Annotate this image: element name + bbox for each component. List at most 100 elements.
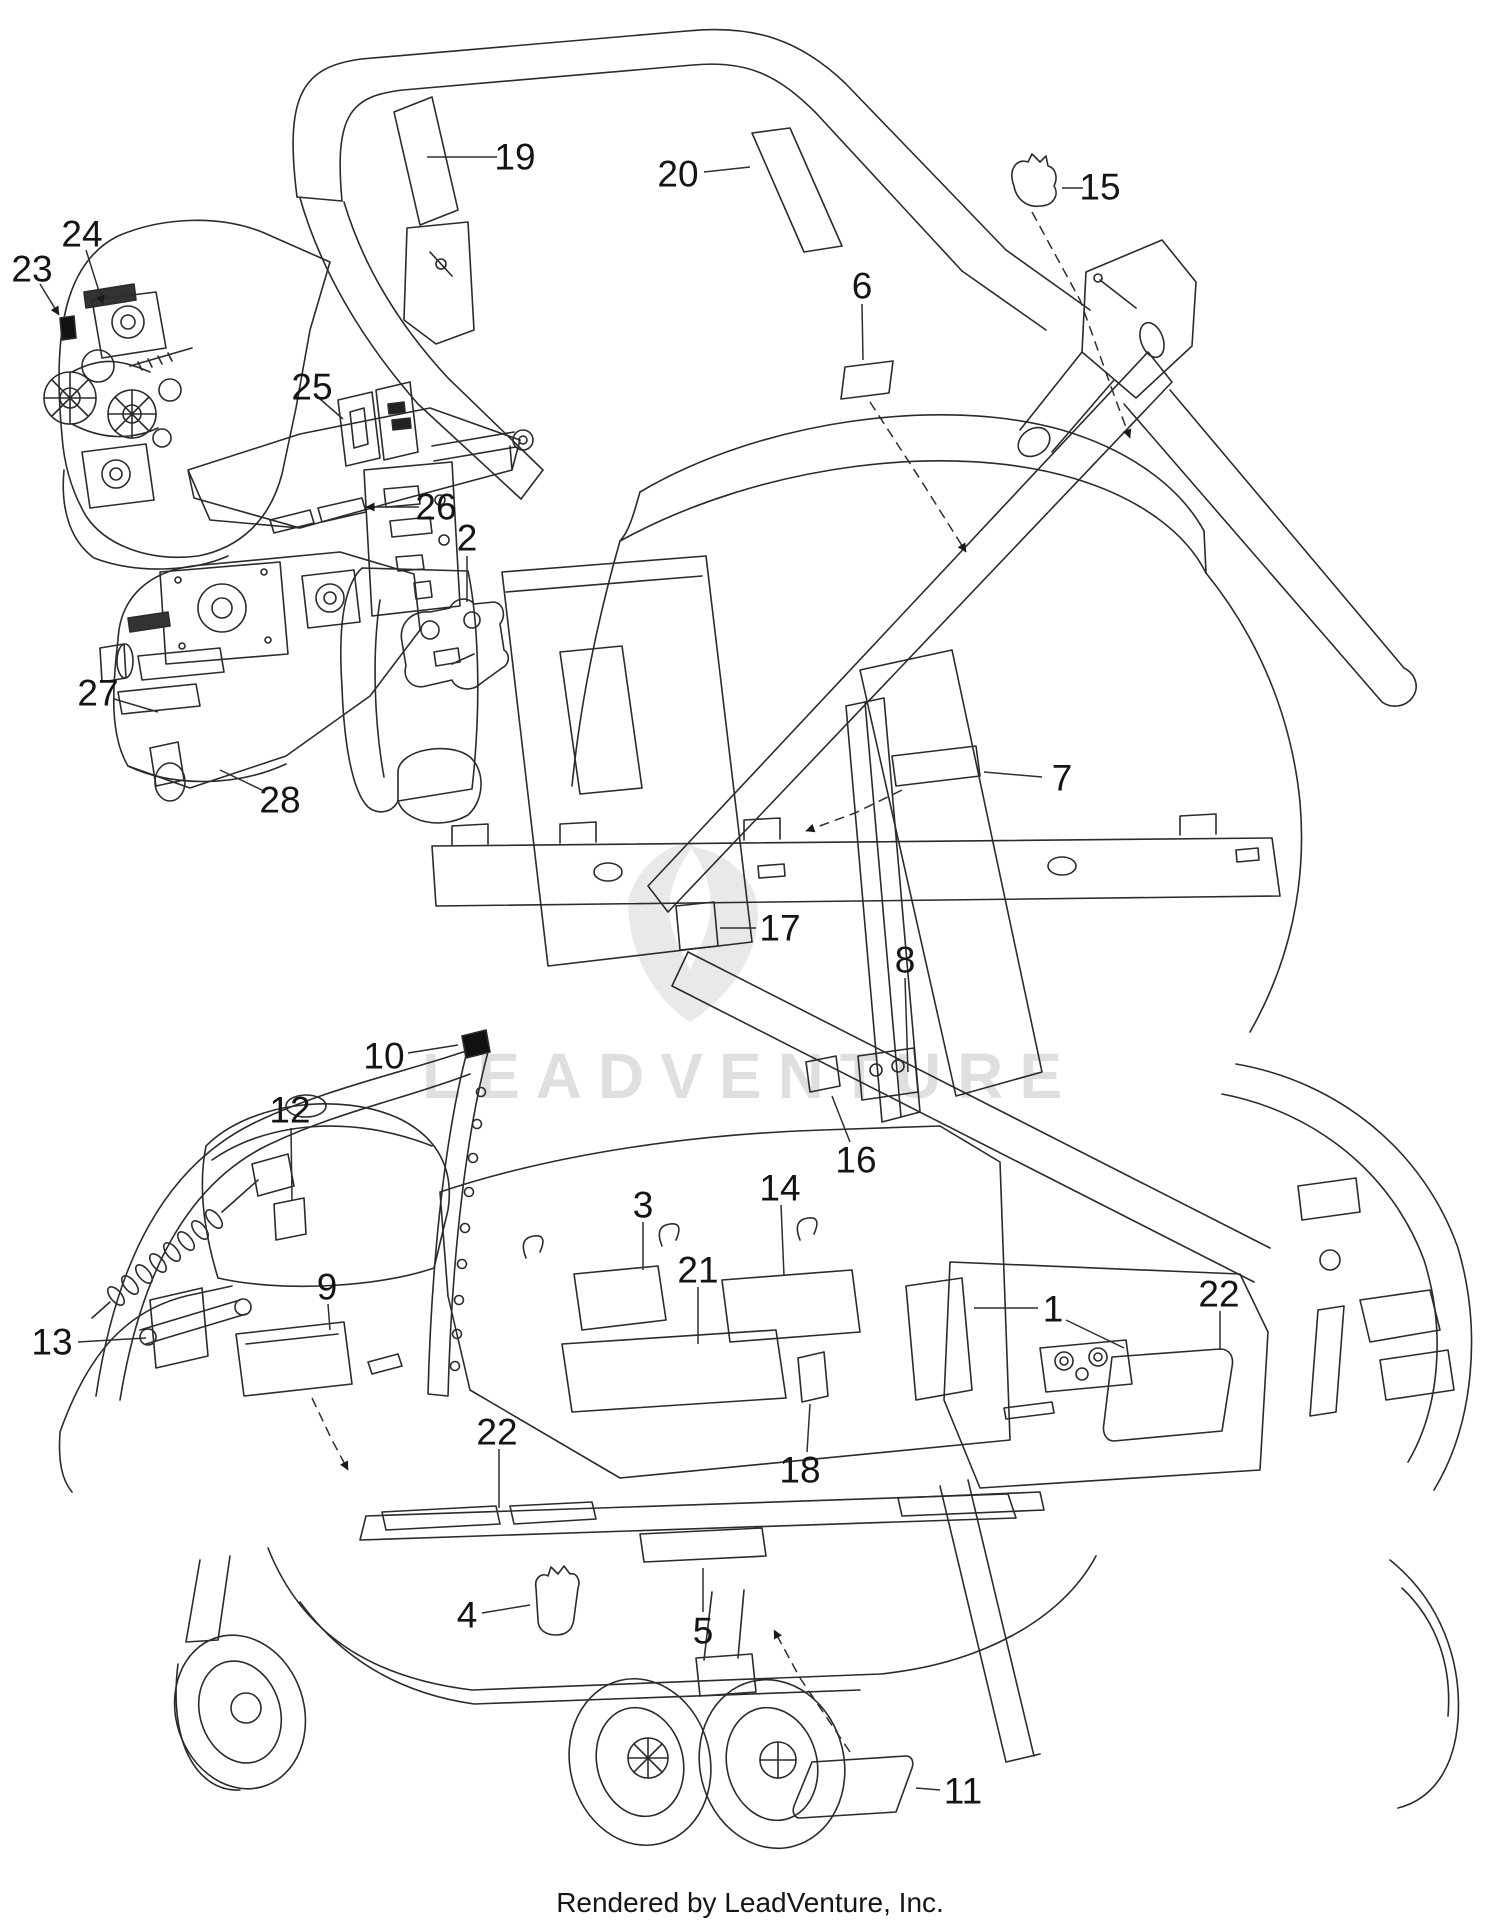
gasket-2-shape	[401, 599, 508, 689]
callout-20-label: 20	[657, 154, 698, 195]
callout-20: 20	[657, 154, 751, 195]
decal-3-shape	[574, 1266, 666, 1330]
callout-4-leader	[481, 1604, 531, 1614]
callout-18-label: 18	[779, 1450, 820, 1491]
callout-16: 16	[831, 1095, 877, 1181]
seat-plate-inset	[188, 382, 533, 533]
callout-27-label: 27	[77, 673, 118, 714]
callout-17-label: 17	[759, 908, 800, 949]
callout-6-leader	[861, 303, 864, 361]
cutout-4-shape	[536, 1566, 579, 1635]
callout-17: 17	[720, 908, 801, 949]
leadventure-flame-logo-icon	[628, 843, 758, 1022]
callout-1: 1	[974, 1289, 1125, 1349]
callout-24-leader	[85, 249, 105, 305]
callout-23-label: 23	[11, 249, 52, 290]
callout-22-right-label: 22	[1198, 1274, 1239, 1315]
callout-12-label: 12	[269, 1090, 310, 1131]
callout-11-leader	[773, 1629, 851, 1753]
callout-21: 21	[677, 1250, 719, 1344]
decal-23-shape	[60, 316, 76, 340]
callout-25: 25	[291, 367, 344, 420]
footer-text: Rendered by LeadVenture, Inc.	[556, 1887, 944, 1918]
decal-20-shape	[752, 128, 842, 252]
callout-22-right: 22	[1198, 1274, 1240, 1350]
callout-4-label: 4	[457, 1595, 478, 1636]
callout-5: 5	[693, 1568, 714, 1652]
callout-6: 6	[852, 266, 967, 553]
callout-4: 4	[457, 1595, 531, 1636]
callout-26-label: 26	[415, 487, 456, 528]
decal-21-shape	[562, 1330, 786, 1412]
decal-1-shape	[906, 1278, 972, 1400]
mower-deck-front	[155, 1480, 1096, 1864]
callout-11: 11	[773, 1629, 982, 1812]
watermark: LEADVENTURE	[422, 843, 1078, 1112]
callout-26: 26	[365, 487, 457, 528]
callout-6-label: 6	[852, 266, 873, 307]
callout-5-label: 5	[693, 1611, 714, 1652]
decal-6-shape	[841, 361, 893, 399]
callout-22-left-label: 22	[476, 1412, 517, 1453]
decal-5-shape	[640, 1528, 766, 1562]
callout-28-leader	[219, 769, 265, 792]
callout-1-leader	[1065, 1319, 1125, 1349]
decal-19-shape	[394, 97, 458, 225]
decal-13-shape	[150, 1288, 208, 1368]
callout-2-label: 2	[457, 518, 478, 559]
callout-28: 28	[219, 769, 301, 821]
rops-left-bracket	[404, 222, 474, 344]
callout-2: 2	[457, 518, 478, 602]
callout-27: 27	[77, 673, 159, 714]
callout-27-leader	[113, 698, 159, 713]
decal-18-shape	[798, 1352, 828, 1402]
callout-18-leader	[806, 1403, 811, 1453]
callout-8-leader	[904, 977, 909, 1073]
callout-19: 19	[427, 137, 536, 178]
callout-24: 24	[61, 214, 105, 305]
hairpin-clip-15-shape	[1012, 154, 1056, 206]
callout-20-leader	[703, 166, 751, 173]
callout-13: 13	[31, 1322, 147, 1363]
callout-18: 18	[779, 1403, 821, 1491]
callout-24-label: 24	[61, 214, 102, 255]
callout-11-label: 11	[944, 1771, 982, 1812]
right-fender-assembly	[1222, 1064, 1472, 1808]
decal-10-shape	[462, 1030, 490, 1058]
decal-7-shape	[892, 746, 980, 786]
callout-23: 23	[11, 249, 60, 316]
callout-22-left: 22	[476, 1412, 518, 1508]
brand-label-bar-2	[128, 612, 170, 632]
rear-frame-assembly	[572, 361, 1302, 1032]
callout-3: 3	[633, 1185, 654, 1270]
callout-15-leader	[1031, 211, 1132, 439]
callout-6-leader	[869, 401, 967, 553]
callout-21-label: 21	[677, 1250, 718, 1291]
latch-plate	[1040, 1340, 1132, 1392]
decal-28-shapes	[118, 648, 224, 714]
callout-12: 12	[269, 1090, 311, 1201]
callout-23-leader	[39, 283, 60, 316]
callout-9-leader	[311, 1397, 349, 1471]
callout-8: 8	[895, 940, 916, 1073]
callout-25-label: 25	[291, 367, 332, 408]
seat-console-assembly	[341, 462, 508, 823]
callout-12-leader	[290, 1127, 293, 1201]
control-console	[364, 462, 460, 616]
watermark-text: LEADVENTURE	[422, 1040, 1078, 1112]
seat-support-plank	[860, 650, 1042, 1096]
callout-16-label: 16	[835, 1140, 876, 1181]
deck-inset-bottom	[100, 552, 420, 801]
decal-12-shape	[274, 1198, 306, 1240]
callout-3-label: 3	[633, 1185, 654, 1226]
rops-right-bracket	[1082, 240, 1196, 398]
callout-7-leader	[983, 771, 1043, 778]
callout-13-leader	[77, 1337, 147, 1343]
callout-8-label: 8	[895, 940, 916, 981]
callout-7-leader	[805, 789, 903, 833]
callout-9: 9	[311, 1267, 349, 1471]
callout-10: 10	[363, 1036, 459, 1077]
callout-9-label: 9	[317, 1267, 338, 1308]
